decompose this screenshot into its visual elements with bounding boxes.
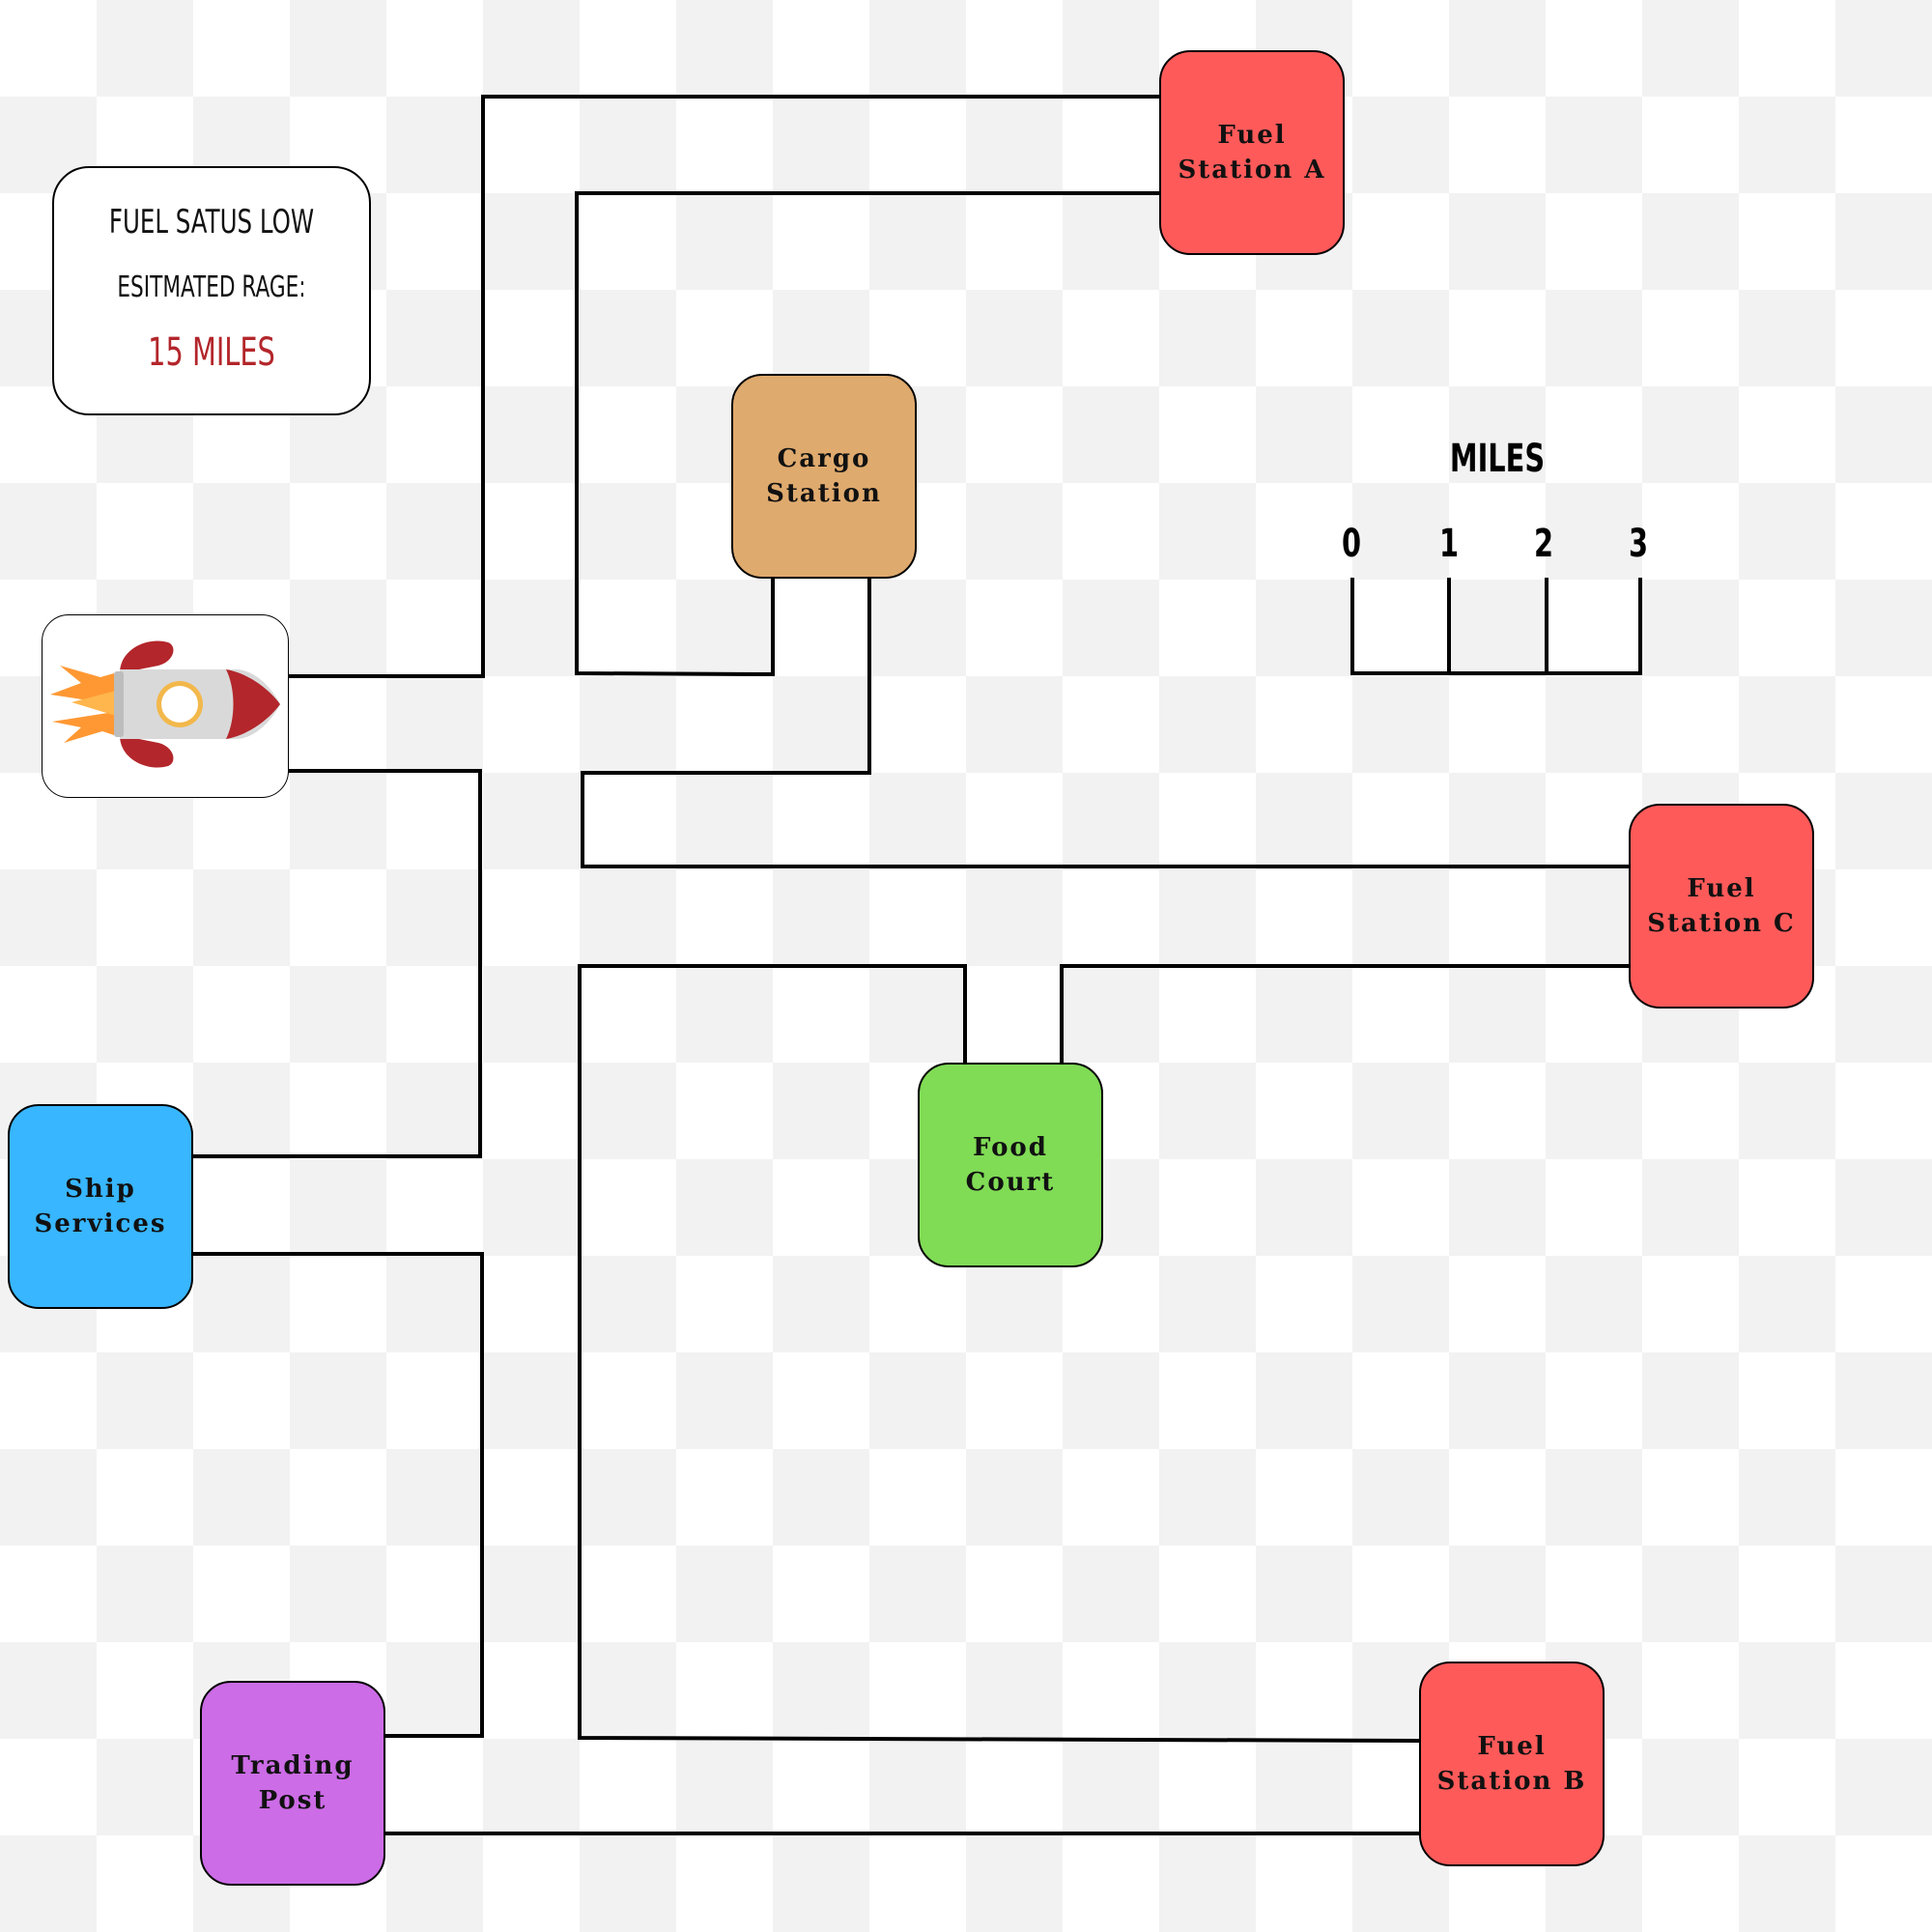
fuel-station-a-label-2: Station A (1178, 156, 1326, 185)
road-ship-to-ship-services (191, 769, 482, 1158)
road-cargo-station-to-fuel-station-c (581, 578, 1633, 868)
ship-services-label-2: Services (34, 1209, 167, 1238)
cargo-station-label-1: Cargo (777, 444, 871, 473)
scale-bar (1350, 578, 1642, 675)
rocket-icon (50, 640, 280, 768)
estimated-range-value: 15 MILES (148, 330, 275, 375)
road-ship-services-to-trading-post (191, 1252, 484, 1738)
road-ship-to-fuel-station-a (288, 95, 1161, 678)
scale-tick-1: 1 (1438, 522, 1460, 566)
estimated-range-label: ESITMATED RAGE: (117, 270, 306, 304)
fuel-station-c-label-1: Fuel (1687, 874, 1756, 903)
fuel-station-a-label-1: Fuel (1217, 121, 1287, 150)
scale-tick-3: 3 (1628, 522, 1649, 566)
fuel-status-text: FUEL SATUS LOW (108, 203, 315, 242)
fuel-station-b-label-1: Fuel (1477, 1732, 1547, 1761)
scale-tick-2: 2 (1533, 522, 1554, 566)
fuel-station-c-label-2: Station C (1647, 909, 1796, 938)
road-fuel-station-a-to-cargo-station (575, 191, 1161, 677)
fuel-station-b-label-2: Station B (1436, 1767, 1587, 1796)
scale-title: MILES (1449, 437, 1546, 481)
ship-location[interactable] (42, 614, 289, 798)
road-fuel-station-c-to-food-court (1060, 964, 1633, 1065)
trading-post-label-2: Post (258, 1786, 327, 1815)
ship-services-label-1: Ship (65, 1175, 136, 1204)
fuel-status-panel: FUEL SATUS LOW ESITMATED RAGE: 15 MILES (52, 166, 371, 415)
trading-post-label-1: Trading (231, 1751, 355, 1780)
food-court-label-2: Court (965, 1168, 1056, 1197)
road-food-court-to-fuel-station-b (578, 964, 1423, 1744)
food-court-label-1: Food (973, 1133, 1048, 1162)
scale-tick-0: 0 (1341, 522, 1362, 566)
cargo-station-label-2: Station (766, 479, 882, 508)
